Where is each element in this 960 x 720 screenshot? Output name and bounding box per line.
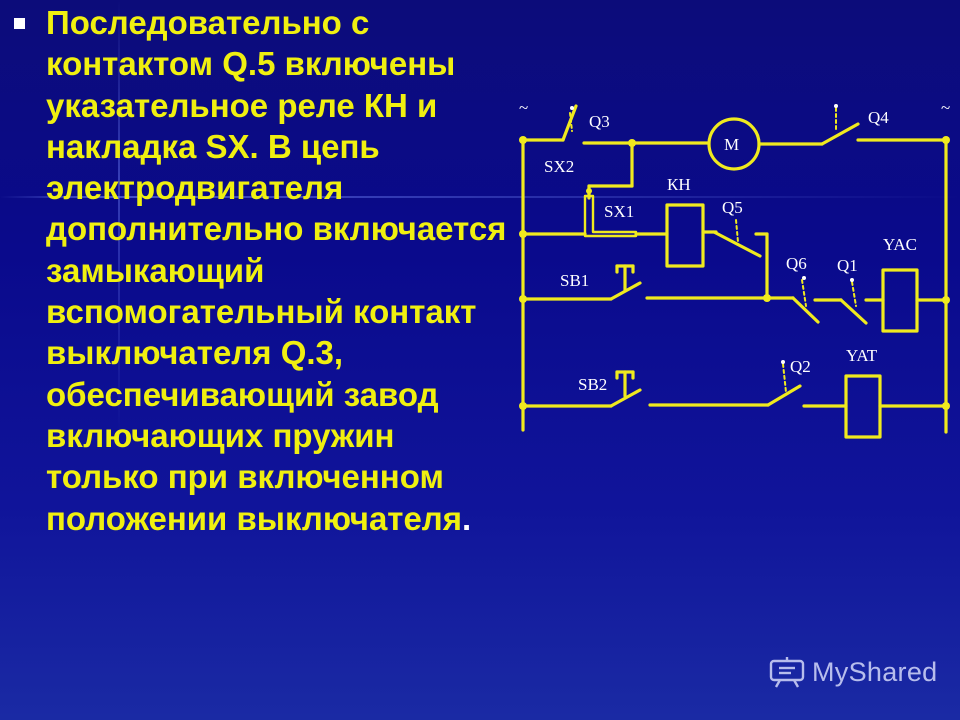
yac-coil: [881, 268, 919, 333]
label-supply-right: ~: [941, 98, 950, 117]
slide-body-period: .: [462, 499, 472, 537]
label-kh: КН: [667, 175, 691, 194]
label-motor: M: [724, 135, 739, 154]
label-q4: Q4: [868, 108, 889, 127]
presentation-board-icon: [769, 657, 805, 688]
circuit-junctions: [519, 136, 950, 410]
slide-body-text-content: Последовательно с контактом Q.5 включены…: [46, 4, 507, 537]
q3-contact-blade: [561, 104, 578, 142]
q6-contact-blade: [791, 296, 820, 324]
circuit-wires: [521, 104, 948, 439]
watermark: MyShared: [768, 656, 937, 688]
background-glow-vertical: [118, 0, 120, 720]
q1-contact-blade: [839, 298, 868, 325]
contact-pivots: [570, 104, 854, 364]
sb2-button-blade: [609, 388, 642, 408]
background-glow-horizontal: [0, 196, 960, 198]
watermark-text: MyShared: [812, 656, 938, 687]
label-yac: YAC: [883, 235, 917, 254]
yat-coil: [844, 374, 882, 439]
label-yat: YAT: [846, 346, 878, 365]
label-q2: Q2: [790, 357, 811, 376]
circuit-labels: ~ ~ Q3 M Q4 SX2 КН SX1 Q5 SB1 Q6 Q1 YAC …: [519, 98, 950, 394]
label-q5: Q5: [722, 198, 743, 217]
q4-contact-blade: [820, 122, 860, 146]
label-supply-left: ~: [519, 98, 528, 117]
label-q3: Q3: [589, 112, 610, 131]
label-sb1: SB1: [560, 271, 589, 290]
bullet-square-icon: [14, 18, 25, 29]
q5-contact-blade: [712, 230, 762, 258]
label-sx1: SX1: [604, 202, 634, 221]
sx2-strap: [583, 194, 638, 238]
slide-body-text: Последовательно с контактом Q.5 включены…: [46, 2, 516, 539]
kh-relay-coil: [665, 203, 705, 268]
label-sb2: SB2: [578, 375, 607, 394]
label-sx2: SX2: [544, 157, 574, 176]
q2-contact-blade: [766, 384, 802, 407]
label-q6: Q6: [786, 254, 807, 273]
label-q1: Q1: [837, 256, 858, 275]
